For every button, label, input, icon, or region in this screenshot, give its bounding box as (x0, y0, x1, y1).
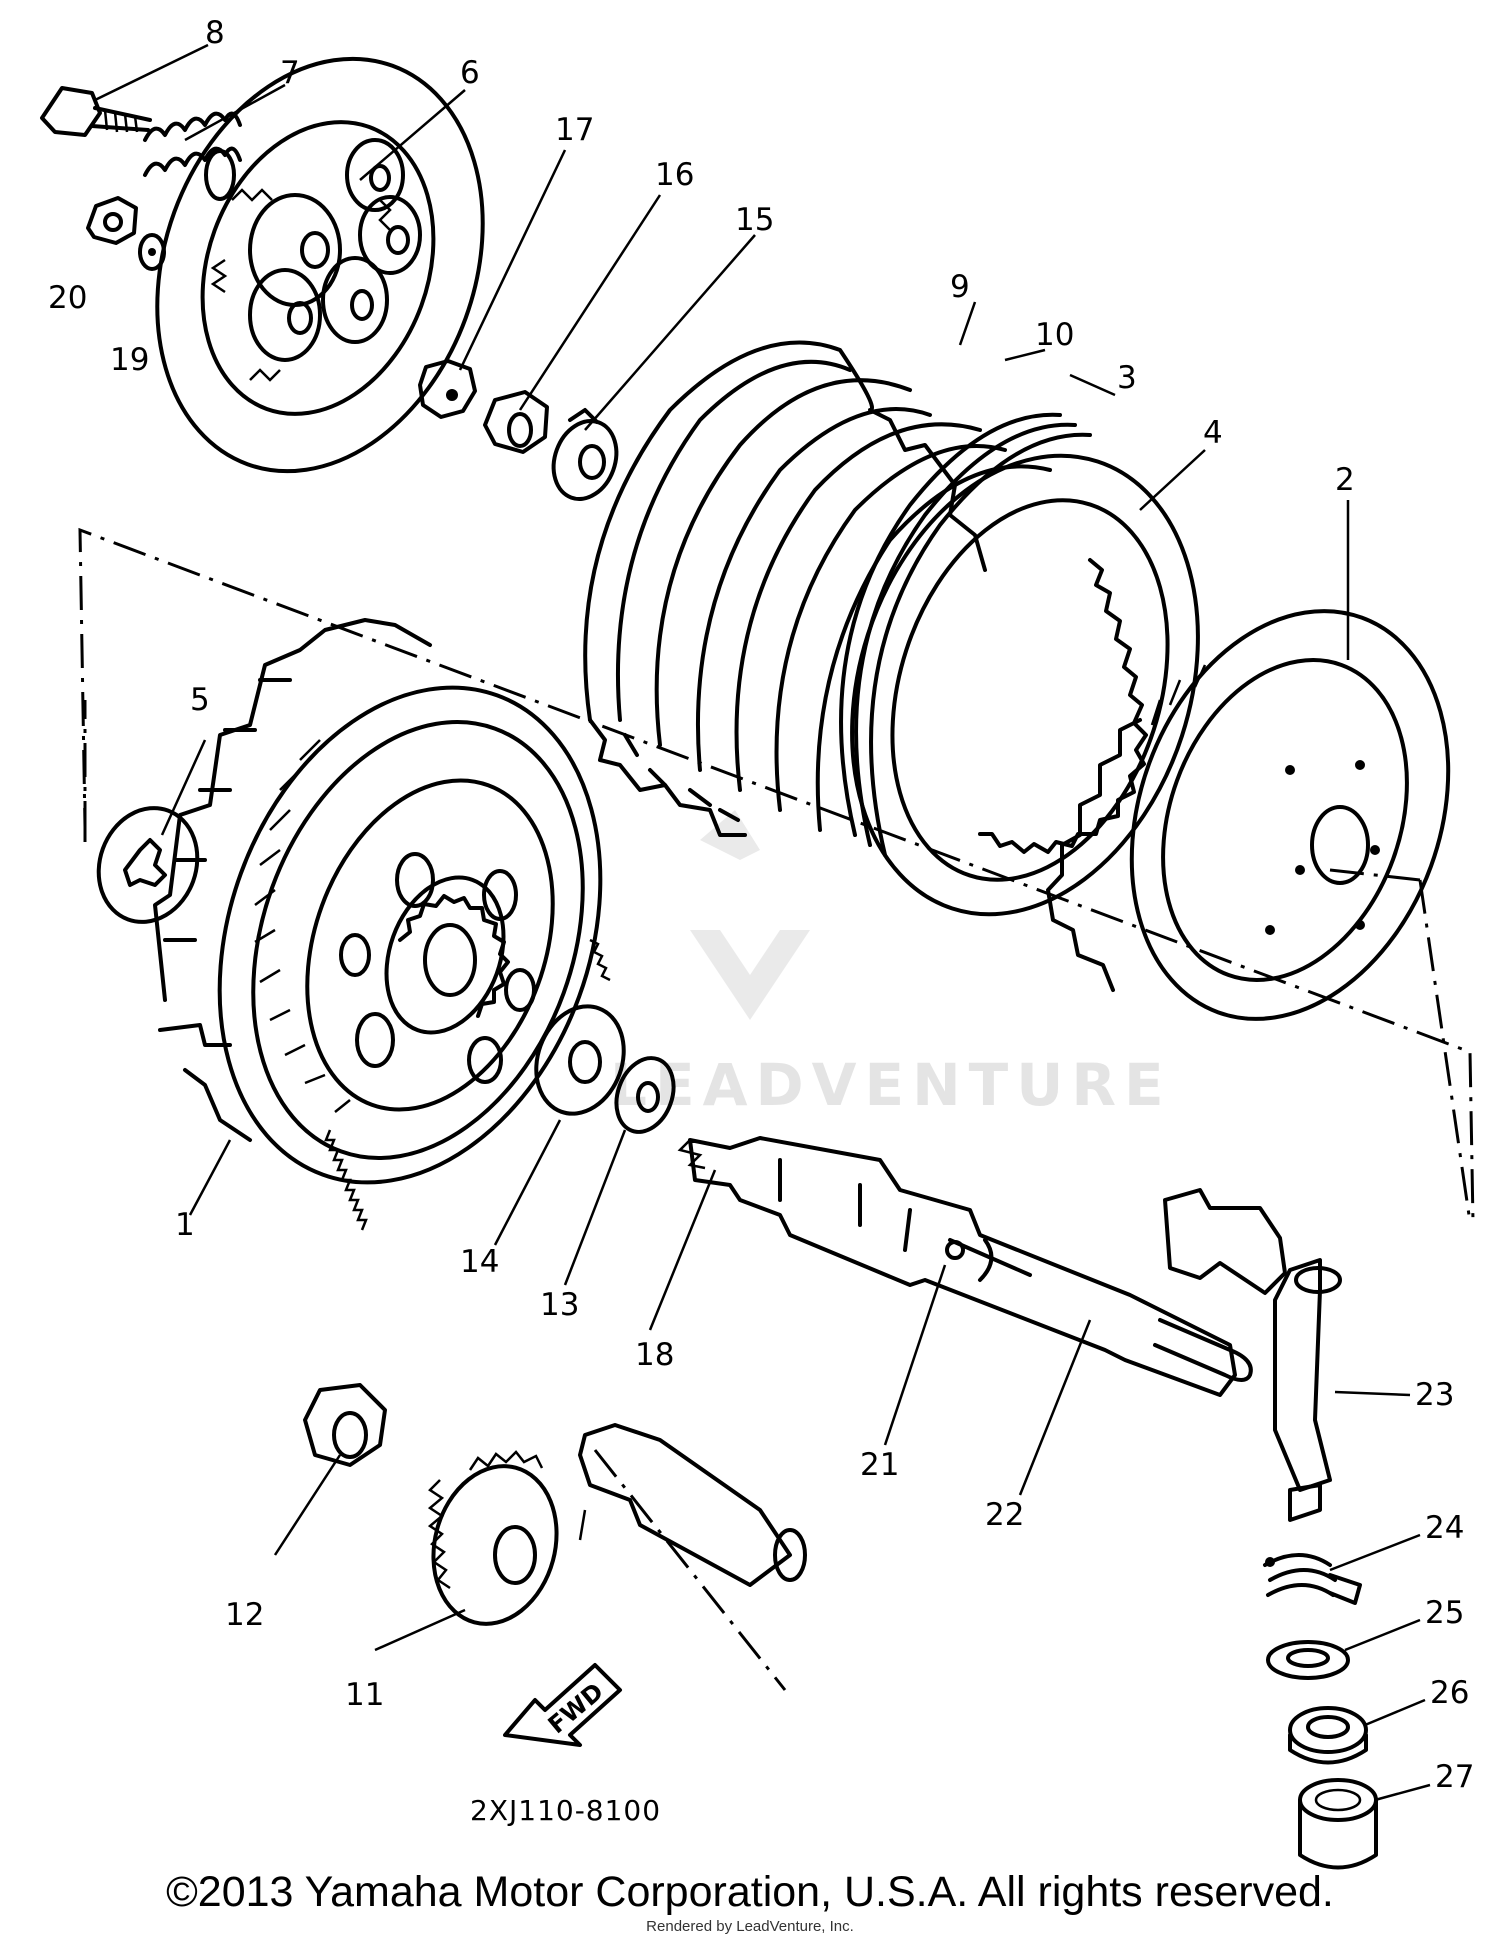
part-27-bearing (1298, 1778, 1378, 1870)
callout-21: 21 (860, 1447, 899, 1483)
part-14-thrust-plate (534, 1004, 626, 1116)
diagram-code: 2XJ110-8100 (470, 1794, 661, 1827)
fwd-arrow-icon: FWD (503, 1663, 622, 1747)
callout-18: 18 (635, 1337, 674, 1373)
part-24-spring (1263, 1553, 1362, 1605)
callout-14: 14 (460, 1244, 499, 1280)
callout-16: 16 (655, 157, 694, 193)
callout-10: 10 (1035, 317, 1074, 353)
rendered-by-note: Rendered by LeadVenture, Inc. (646, 1918, 854, 1935)
part-5-washer (96, 806, 200, 924)
copyright-notice: ©2013 Yamaha Motor Corporation, U.S.A. A… (166, 1868, 1334, 1916)
callout-6: 6 (460, 55, 480, 91)
part-22-push-lever-shaft (677, 1136, 1253, 1397)
part-16-nut (483, 390, 549, 454)
assembly-lines (78, 527, 1475, 1691)
part-17-washer (418, 359, 477, 419)
part-2-clutch-boss (1046, 609, 1451, 1021)
part-25-washer (1266, 1640, 1350, 1680)
callout-20: 20 (48, 280, 87, 316)
callout-8: 8 (205, 15, 225, 51)
part-26-oil-seal (1288, 1706, 1368, 1765)
leader-lines (94, 43, 1431, 1802)
part-8-bolt (40, 86, 152, 137)
callout-9: 9 (950, 269, 970, 305)
part-kick-pin (578, 1423, 807, 1587)
callout-5: 5 (190, 682, 210, 718)
callout-15: 15 (735, 202, 774, 238)
watermark-text: LEADVENTURE (610, 1051, 1172, 1119)
part-20-nut (86, 196, 138, 245)
watermark: LEADVENTURE (610, 810, 1172, 1119)
callout-19: 19 (110, 342, 149, 378)
callout-27: 27 (1435, 1759, 1474, 1795)
clutch-plate-stack (583, 340, 1200, 917)
part-6-pressure-plate (155, 56, 485, 474)
callout-11: 11 (345, 1677, 384, 1713)
callout-12: 12 (225, 1597, 264, 1633)
part-12-nut (303, 1383, 387, 1467)
callout-3: 3 (1117, 360, 1137, 396)
part-23-push-lever (1163, 1188, 1342, 1522)
callout-13: 13 (540, 1287, 579, 1323)
callout-2: 2 (1335, 462, 1355, 498)
callout-25: 25 (1425, 1595, 1464, 1631)
callout-7: 7 (280, 55, 300, 91)
callout-23: 23 (1415, 1377, 1454, 1413)
callout-24: 24 (1425, 1510, 1464, 1546)
part-1-clutch-housing (153, 618, 611, 1231)
callout-17: 17 (555, 112, 594, 148)
callout-1: 1 (175, 1207, 195, 1243)
callout-26: 26 (1430, 1675, 1469, 1711)
part-13-washer (614, 1056, 676, 1134)
part-11-gear (427, 1450, 559, 1626)
callout-22: 22 (985, 1497, 1024, 1533)
part-15-lock-washer (551, 408, 619, 501)
callout-labels: 1 2 3 4 5 6 7 8 9 10 11 12 13 14 15 16 1… (48, 15, 1474, 1795)
callout-4: 4 (1203, 415, 1223, 451)
